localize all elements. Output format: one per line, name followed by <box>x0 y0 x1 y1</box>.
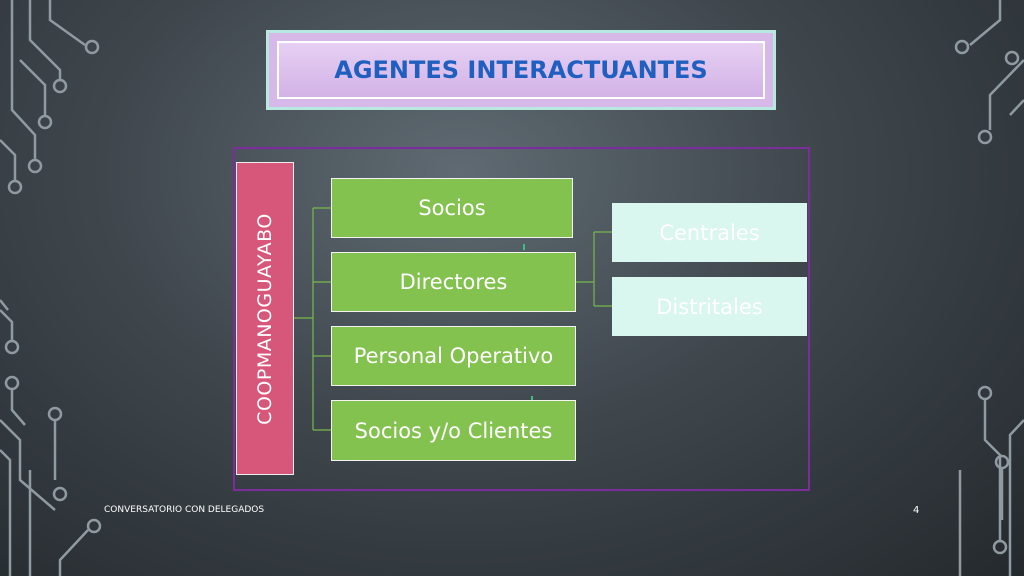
root-node-label: COOPMANOGUAYABO <box>254 212 276 425</box>
page-number: 4 <box>913 505 920 516</box>
node-socios-clientes: Socios y/o Clientes <box>331 400 576 461</box>
title-banner: AGENTES INTERACTUANTES <box>266 30 776 110</box>
node-personal-operativo: Personal Operativo <box>331 326 576 386</box>
diagram-frame <box>233 147 810 491</box>
node-socios: Socios <box>331 178 573 238</box>
node-directores: Directores <box>331 252 576 312</box>
subnode-distritales: Distritales <box>612 277 807 336</box>
footer-text: CONVERSATORIO CON DELEGADOS <box>104 505 265 515</box>
root-node: COOPMANOGUAYABO <box>236 162 294 475</box>
title-banner-inner: AGENTES INTERACTUANTES <box>277 41 765 99</box>
subnode-centrales: Centrales <box>612 203 807 262</box>
slide-title: AGENTES INTERACTUANTES <box>334 56 708 84</box>
